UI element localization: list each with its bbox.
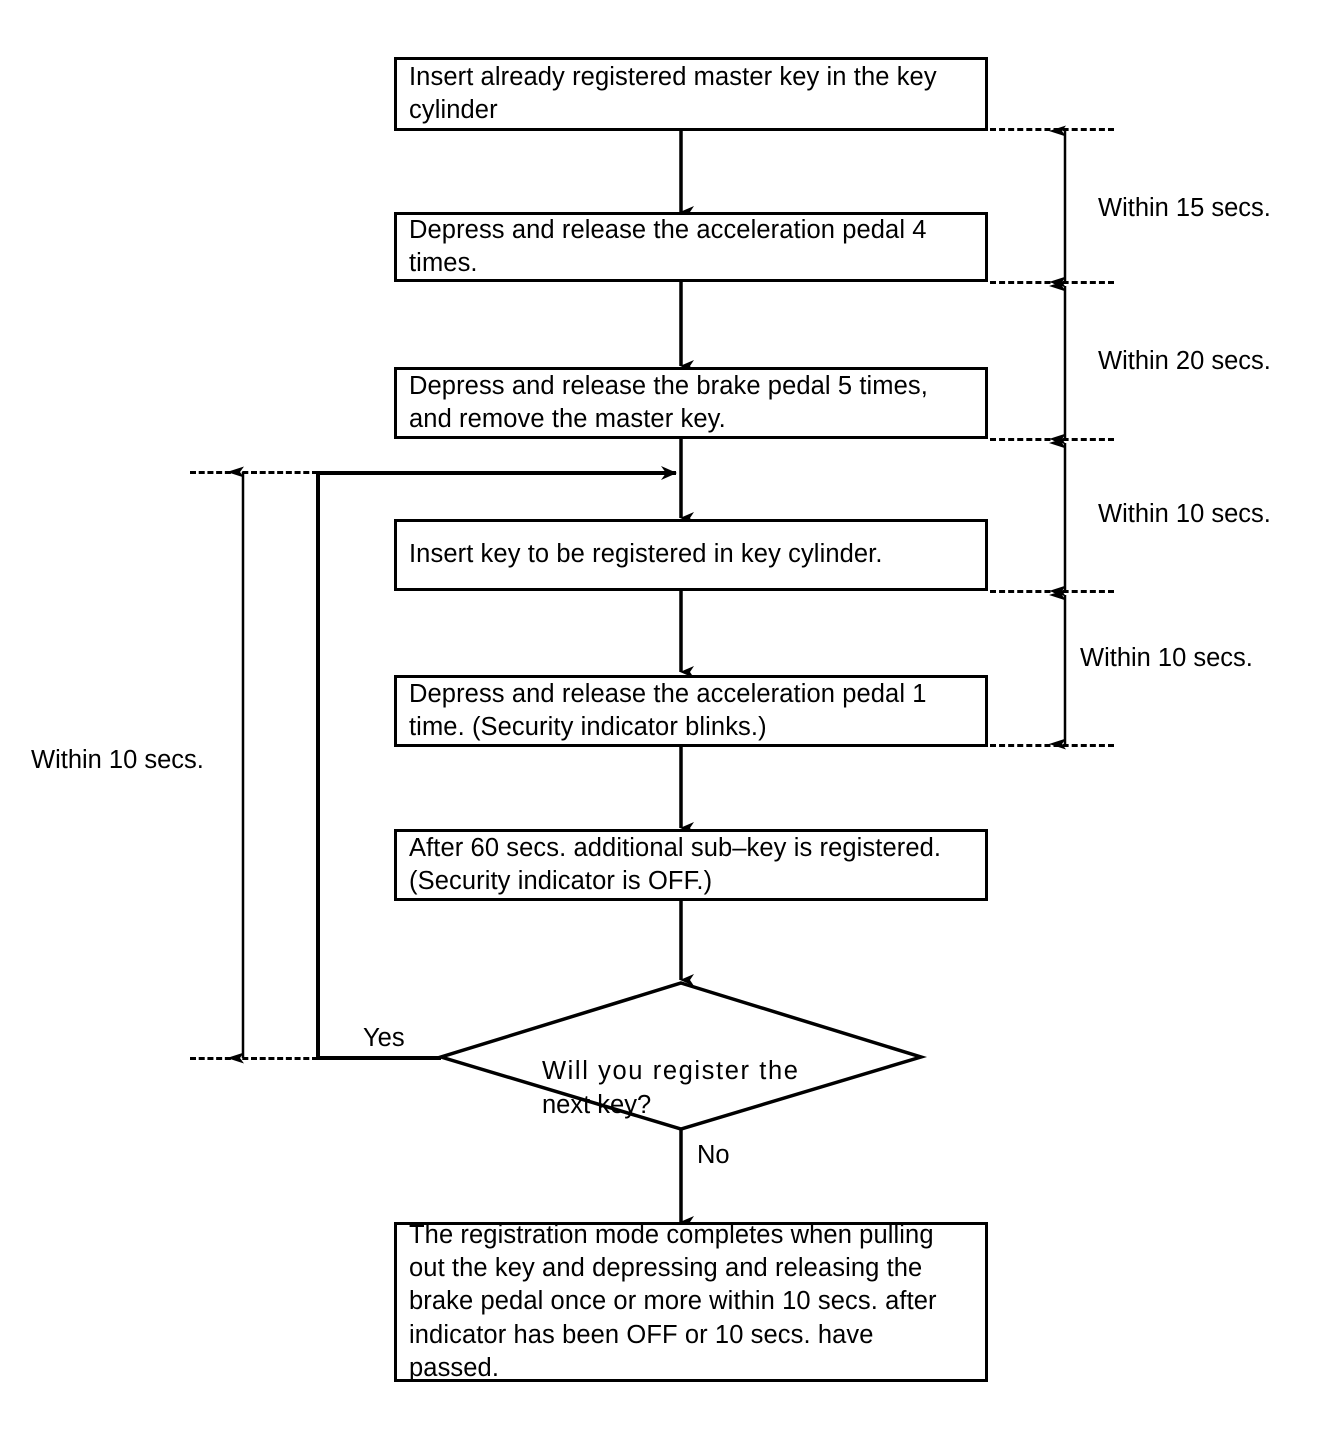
node-step2[interactable]: Depress and release the acceleration ped… [394,212,988,282]
dash-extension-step5-bottom [990,744,1114,747]
dash-extension-step3-bottom [990,438,1114,441]
node-step4[interactable]: Insert key to be registered in key cylin… [394,519,988,591]
node-step1[interactable]: Insert already registered master key in … [394,57,988,131]
node-decision-text-line2: next key? [542,1090,652,1119]
dash-extension-step4-bottom [990,590,1114,593]
edge-label-yes: Yes [363,1024,405,1052]
dash-extension-loop-bottom [190,1057,318,1060]
timing-label-within-10-a: Within 10 secs. [1098,500,1271,528]
timing-label-within-15: Within 15 secs. [1098,194,1271,222]
node-step6[interactable]: After 60 secs. additional sub–key is reg… [394,829,988,901]
node-step3-text: Depress and release the brake pedal 5 ti… [409,371,928,433]
timing-label-within-10-loop: Within 10 secs. [31,746,204,774]
dash-extension-step1-bottom [990,128,1114,131]
node-decision-text-line1: Will you register the [542,1056,800,1085]
node-step5[interactable]: Depress and release the acceleration ped… [394,675,988,747]
dash-extension-loop-top [190,471,318,474]
timing-label-within-20: Within 20 secs. [1098,347,1271,375]
dash-extension-step2-bottom [990,281,1114,284]
node-step4-text: Insert key to be registered in key cylin… [409,540,883,569]
node-step1-text: Insert already registered master key in … [409,62,937,124]
node-step7[interactable]: The registration mode completes when pul… [394,1221,988,1382]
node-step5-text: Depress and release the acceleration ped… [409,679,927,741]
node-step2-text: Depress and release the acceleration ped… [409,215,927,277]
timing-label-within-10-b: Within 10 secs. [1080,644,1253,672]
edge-label-no: No [697,1141,730,1169]
node-step6-text: After 60 secs. additional sub–key is reg… [409,833,942,895]
node-step3[interactable]: Depress and release the brake pedal 5 ti… [394,367,988,439]
node-step7-text: The registration mode completes when pul… [409,1221,937,1382]
